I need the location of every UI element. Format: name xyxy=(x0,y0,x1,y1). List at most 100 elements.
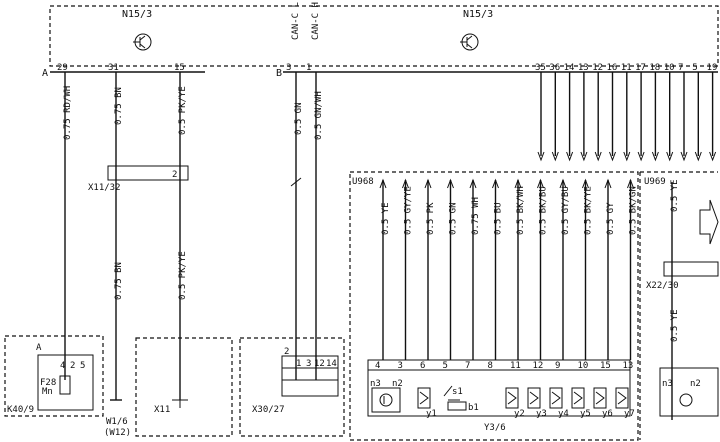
arrow-up-icon xyxy=(469,178,477,189)
arrow-down-icon xyxy=(680,151,688,162)
top-pin-label: 16 xyxy=(607,63,618,73)
top-pin-label: 10 xyxy=(664,63,675,73)
valve-wire-label: 0.5 GN xyxy=(449,202,459,235)
y3-pin-label: 4 xyxy=(375,361,380,371)
solenoid-label: y5 xyxy=(580,409,591,419)
k40-pin-a: A xyxy=(36,343,42,353)
top-pin-label: 5 xyxy=(692,63,697,73)
x11-outline xyxy=(135,337,233,437)
solenoid-icon xyxy=(505,387,519,409)
u969-part-n3: n3 xyxy=(662,379,673,389)
y3-controller-box xyxy=(371,387,401,413)
y3-pin-label: 15 xyxy=(600,361,611,371)
y3-6-connector-block xyxy=(367,359,631,417)
n15-3-left-label: N15/3 xyxy=(122,9,152,20)
k40-inner xyxy=(37,354,94,411)
k40-9-outline xyxy=(4,335,104,417)
a-pin-2: 31 xyxy=(108,63,119,73)
w1-6-sub: (W12) xyxy=(104,428,131,438)
b-pin-1: 3 xyxy=(286,63,291,73)
solenoid-icon xyxy=(527,387,541,409)
y3-pin-label: 11 xyxy=(510,361,521,371)
arrow-up-icon xyxy=(379,178,387,189)
valve-wire-label: 0.5 BK/GN xyxy=(629,186,639,235)
n15-3-right-label: N15/3 xyxy=(463,9,493,20)
x22-30-label: X22/30 xyxy=(646,281,679,291)
arrow-down-icon xyxy=(651,151,659,162)
arrow-up-icon xyxy=(447,178,454,189)
y3-pin-label: 3 xyxy=(398,361,403,371)
solenoid-icon xyxy=(571,387,585,409)
solenoid-icon xyxy=(549,387,563,409)
k40-pin-4: 4 xyxy=(60,361,65,371)
u969-wire-lower-label: 0.5 YE xyxy=(670,309,680,342)
valve-wire-label: 0.5 BK/YE xyxy=(584,186,594,235)
connector-a-label: A xyxy=(42,68,48,79)
arrow-down-icon xyxy=(609,151,616,162)
wire-pk-ye-lower-label: 0.5 PK/YE xyxy=(178,251,188,300)
valve-wire-label: 0.5 GY xyxy=(606,202,616,235)
arrow-down-icon xyxy=(551,151,559,162)
y3-part-n3: n3 xyxy=(370,379,381,389)
y3-pin-label: 10 xyxy=(578,361,589,371)
top-pin-label: 17 xyxy=(635,63,646,73)
continuation-arrow-icon xyxy=(699,199,719,245)
arrow-down-icon xyxy=(637,151,645,162)
top-pin-label: 12 xyxy=(592,63,603,73)
solenoid-label: y4 xyxy=(558,409,569,419)
k40-pin-2: 2 xyxy=(70,361,75,371)
x22-30-connector xyxy=(663,261,719,277)
arrow-down-icon xyxy=(580,151,588,162)
top-pin-label: 36 xyxy=(549,63,560,73)
y3-pin-label: 13 xyxy=(623,361,634,371)
w1-6-label: W1/6 xyxy=(106,417,128,427)
valve-wire-label: 0.5 YE xyxy=(381,202,391,235)
valve-wire-label: 0.5 GY/BU xyxy=(561,186,571,235)
valve-wire-label: 0.5 PK xyxy=(426,202,436,235)
y3-pin-label: 8 xyxy=(488,361,493,371)
solenoid-label: y6 xyxy=(602,409,613,419)
u969-label: U969 xyxy=(644,177,666,187)
y3-part-s1: s1 xyxy=(452,387,463,397)
u969-transistor-icon xyxy=(679,393,693,407)
valve-wire-label: 0.75 WH xyxy=(471,197,481,235)
fuse-f28-icon xyxy=(59,375,71,395)
solenoid-label: y3 xyxy=(536,409,547,419)
k40-9-label: K40/9 xyxy=(7,405,34,415)
switch-s1-icon xyxy=(443,385,460,401)
top-pin-label: 19 xyxy=(707,63,718,73)
wire-can-h-label: 0.5 GN/WH xyxy=(314,91,324,140)
x11-32-pin: 2 xyxy=(172,170,177,180)
arrow-down-icon xyxy=(623,151,631,162)
y3-pin-label: 12 xyxy=(533,361,544,371)
arrow-down-icon xyxy=(566,151,574,162)
arrow-up-icon xyxy=(559,178,567,189)
top-pin-label: 11 xyxy=(621,63,632,73)
a-pin-1: 29 xyxy=(57,63,68,73)
valve-wire-label: 0.5 BK/BU xyxy=(539,186,549,235)
solenoid-label: y2 xyxy=(514,409,525,419)
solenoid-icon xyxy=(417,387,431,409)
arrow-up-icon xyxy=(604,178,612,189)
can-l-label: CAN-C L xyxy=(291,2,301,40)
x30-pin-2: 1 xyxy=(296,359,301,369)
x30-pin-3: 3 xyxy=(306,359,311,369)
x11-terminal-icon xyxy=(172,399,188,408)
a-pin-3: 15 xyxy=(174,63,185,73)
arrow-down-icon xyxy=(666,151,674,162)
y3-part-b1: b1 xyxy=(468,403,479,413)
y3-pin-label: 6 xyxy=(420,361,425,371)
can-h-label: CAN-C H xyxy=(311,2,321,40)
u969-part-n2: n2 xyxy=(690,379,701,389)
x11-label: X11 xyxy=(154,405,170,415)
arrow-down-icon xyxy=(709,151,717,162)
valve-wire-label: 0.5 BU xyxy=(494,202,504,235)
y3-transistor-icon xyxy=(379,393,393,407)
wire-can-l-label: 0.5 GN xyxy=(294,102,304,135)
x30-pin-1: 2 xyxy=(284,347,289,357)
wire-rd-wh-label: 0.75 RD/WH xyxy=(63,86,73,140)
